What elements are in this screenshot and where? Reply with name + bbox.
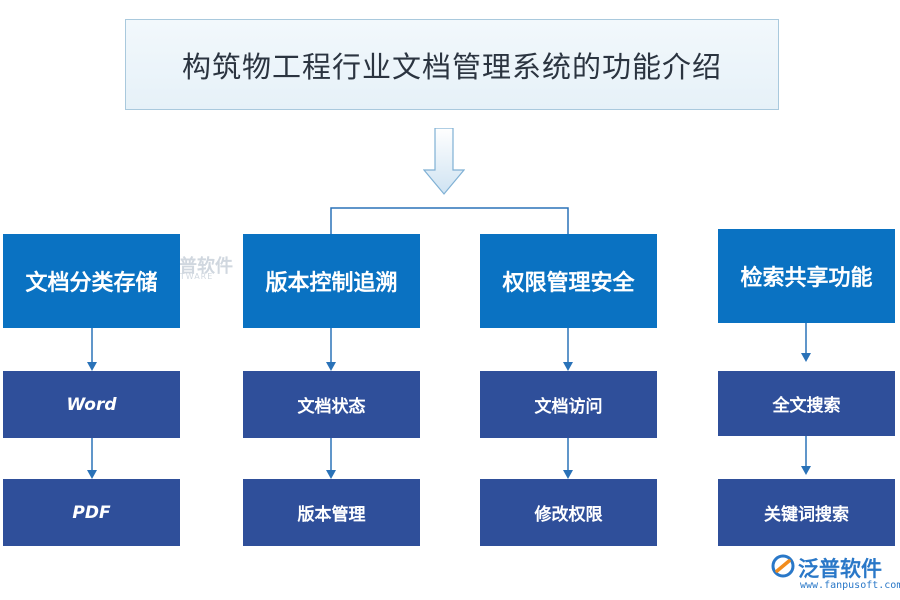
category-box-permission: 权限管理安全: [480, 234, 657, 328]
logo-url: www.fanpusoft.com: [800, 580, 900, 591]
item-box-fulltext-search: 全文搜索: [718, 371, 895, 436]
diagram-title: 构筑物工程行业文档管理系统的功能介绍: [125, 19, 779, 110]
item-box-edit-permission: 修改权限: [480, 479, 657, 546]
watermark-sub: SOFTWARE: [161, 272, 214, 281]
item-box-pdf: PDF: [3, 479, 180, 546]
arrow-down-icon: [87, 328, 97, 371]
item-box-word: Word: [3, 371, 180, 438]
down-arrow-icon: [423, 128, 465, 195]
category-box-version: 版本控制追溯: [243, 234, 420, 328]
arrow-down-icon: [563, 328, 573, 371]
logo-name: 泛普软件: [798, 557, 882, 581]
item-box-doc-status: 文档状态: [243, 371, 420, 438]
brand-logo: 泛普软件 www.fanpusoft.com: [770, 553, 900, 598]
arrow-down-icon: [326, 328, 336, 371]
item-box-doc-access: 文档访问: [480, 371, 657, 438]
arrow-down-icon: [801, 323, 811, 362]
arrow-down-icon: [326, 438, 336, 479]
fanpu-logo-icon: [771, 554, 795, 578]
arrow-down-icon: [87, 438, 97, 479]
item-box-keyword-search: 关键词搜索: [718, 479, 895, 546]
arrow-down-icon: [563, 438, 573, 479]
arrow-down-icon: [801, 436, 811, 475]
item-box-version-mgmt: 版本管理: [243, 479, 420, 546]
category-box-storage: 文档分类存储: [3, 234, 180, 328]
category-box-search-share: 检索共享功能: [718, 229, 895, 323]
